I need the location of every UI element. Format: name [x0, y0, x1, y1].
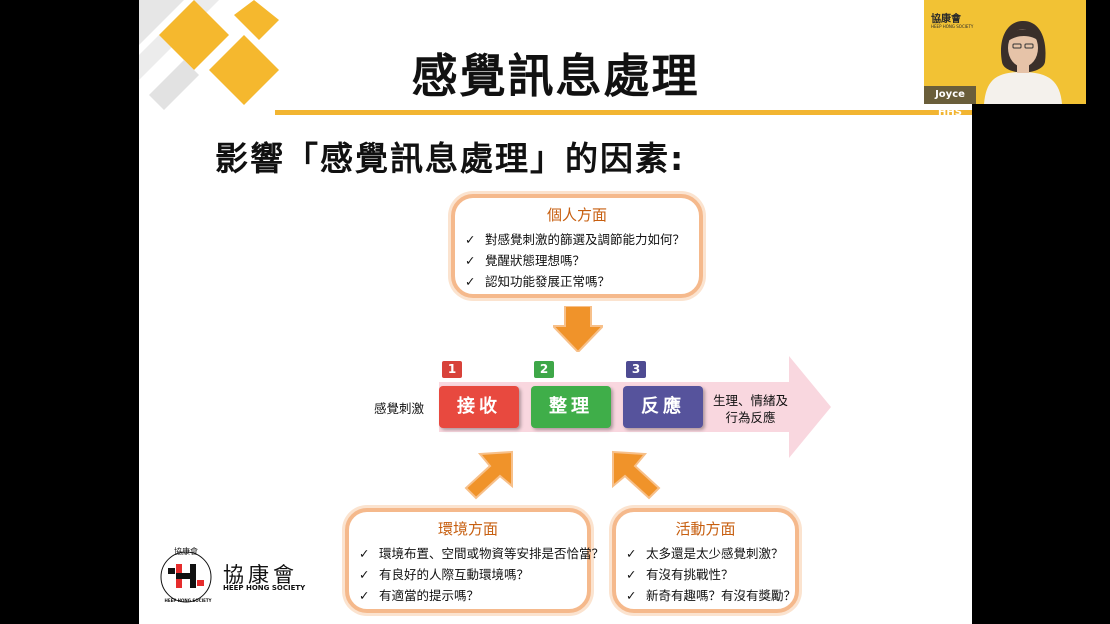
- up-left-arrow-icon: [612, 450, 661, 500]
- participant-name-label: Joyce HHS: [924, 86, 976, 118]
- activity-heading: 活動方面: [675, 520, 736, 538]
- participant-person: [984, 20, 1062, 104]
- check-icon: ✓: [465, 232, 476, 247]
- environment-factors-box: 環境方面 ✓環境布置、空間或物資等安排是否恰當？ ✓有良好的人際互動環境嗎？ ✓…: [345, 508, 604, 613]
- personal-factors-box: 個人方面 ✓對感覺刺激的篩選及調節能力如何？ ✓覺醒狀態理想嗎？ ✓認知功能發展…: [451, 194, 703, 298]
- check-icon: ✓: [359, 588, 370, 603]
- presentation-slide: 感覺訊息處理 影響「感覺訊息處理」的因素: 個人方面 ✓對感覺刺激的篩選及調節能…: [139, 0, 972, 624]
- list-item: ✓有沒有挑戰性？: [616, 564, 795, 585]
- logo-seal-icon: [160, 551, 212, 603]
- logo-seal-ring-text: HEEP HONG SOCIETY: [164, 598, 212, 603]
- slide-title: 感覺訊息處理: [411, 49, 700, 103]
- list-item: ✓環境布置、空間或物資等安排是否恰當？: [349, 543, 604, 564]
- activity-factors-box: 活動方面 ✓太多還是太少感覺刺激？ ✓有沒有挑戰性？ ✓新奇有趣嗎？有沒有獎勵？: [612, 508, 799, 613]
- check-icon: ✓: [465, 253, 476, 268]
- check-icon: ✓: [359, 546, 370, 561]
- logo-chinese-name: 協康會: [223, 563, 298, 587]
- check-icon: ✓: [626, 546, 637, 561]
- stage-2-badge: 2: [534, 361, 554, 378]
- logo-english-name: HEEP HONG SOCIETY: [223, 584, 306, 592]
- up-right-arrow-icon: [464, 450, 513, 500]
- video-bg-org-english: HEEP HONG SOCIETY: [931, 24, 974, 29]
- personal-heading: 個人方面: [546, 206, 607, 224]
- environment-heading: 環境方面: [437, 520, 498, 538]
- list-item: ✓認知功能發展正常嗎？: [455, 271, 699, 292]
- list-item: ✓新奇有趣嗎？有沒有獎勵？: [616, 585, 796, 606]
- video-bg-org-name: 協康會: [931, 14, 961, 25]
- down-arrow-icon: [553, 306, 603, 352]
- check-icon: ✓: [359, 567, 370, 582]
- slide-subtitle: 影響「感覺訊息處理」的因素:: [215, 139, 686, 178]
- check-icon: ✓: [626, 588, 637, 603]
- check-icon: ✓: [465, 274, 476, 289]
- stage-organize: 整理: [531, 386, 611, 428]
- input-label: 感覺刺激: [374, 401, 425, 416]
- list-item: ✓有適當的提示嗎？: [349, 585, 587, 606]
- list-item: ✓有良好的人際互動環境嗎？: [349, 564, 587, 585]
- organization-logo: 協康會 HEEP HONG SOCIETY 協康會 HEEP HONG SOCI…: [157, 546, 307, 606]
- list-item: ✓覺醒狀態理想嗎？: [455, 250, 699, 271]
- list-item: ✓對感覺刺激的篩選及調節能力如何？: [455, 229, 699, 250]
- stage-3-badge: 3: [626, 361, 646, 378]
- stage-1-badge: 1: [442, 361, 462, 378]
- logo-seal-text: 協康會: [174, 547, 198, 556]
- corner-decoration: [139, 0, 279, 110]
- output-label: 生理、情緒及 行為反應: [713, 393, 789, 425]
- check-icon: ✓: [626, 567, 637, 582]
- title-underline: [275, 110, 972, 115]
- list-item: ✓太多還是太少感覺刺激？: [616, 543, 795, 564]
- stage-respond: 反應: [623, 386, 703, 428]
- stage-receive: 接收: [439, 386, 519, 428]
